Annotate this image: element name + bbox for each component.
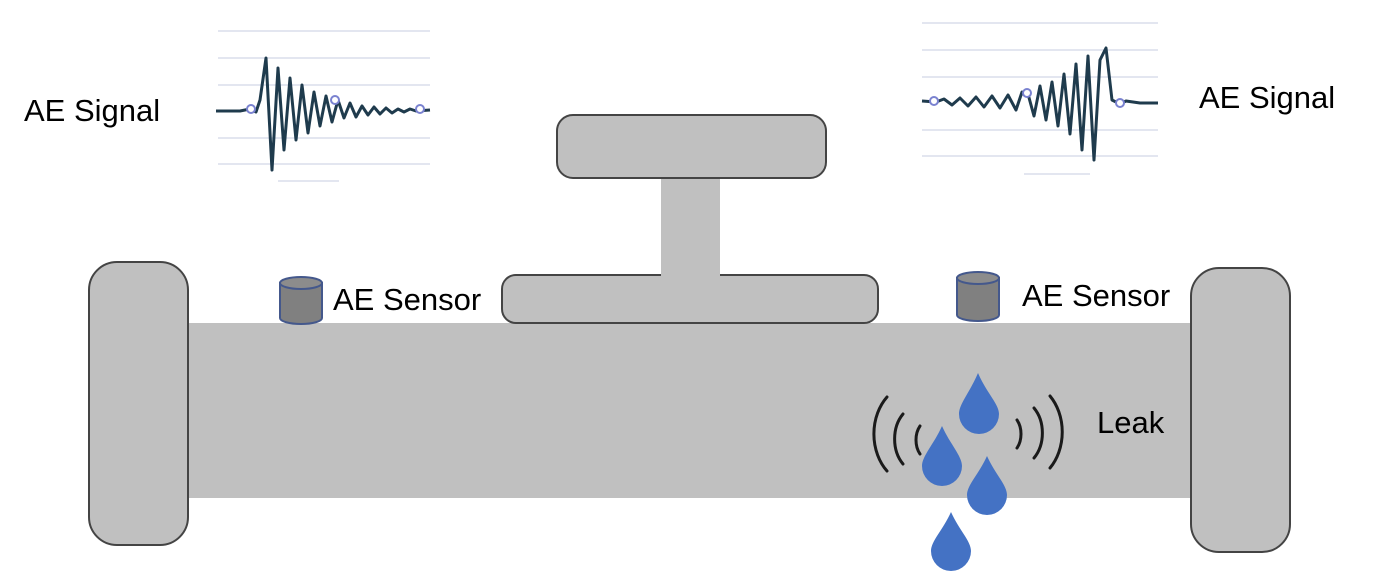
cylinder-sensor-icon [956,271,1000,322]
sensor-label-right: AE Sensor [1022,278,1170,313]
sensor-left [279,276,323,325]
signal-panel-left [216,30,431,182]
water-drops [922,373,1007,571]
pipe-assembly [88,261,1291,553]
signal-label-left: AE Signal [24,93,160,128]
valve [501,114,879,324]
water-drop-icon [967,456,1007,515]
pipe-body [185,323,1197,498]
sensor-right [956,271,1000,322]
right-flange [1190,267,1291,553]
valve-base [501,274,879,324]
valve-handle [556,114,827,179]
left-flange [88,261,189,546]
ae-waveform-left [216,56,431,172]
signal-grid-lines [218,30,430,182]
waveform-markers [246,95,425,114]
signal-label-right: AE Signal [1199,80,1335,115]
sensor-label-left: AE Sensor [333,282,481,317]
waveform-markers [929,88,1125,108]
leak-indicator [872,373,1064,571]
ae-waveform-right [921,46,1158,162]
leak-label: Leak [1097,405,1165,440]
signal-grid-lines [922,22,1158,175]
water-drop-icon [959,373,999,434]
water-drop-icon [931,512,971,571]
sound-wave-icon [872,394,1064,473]
signal-panel-right [921,22,1158,175]
water-drop-icon [922,426,962,486]
valve-stem [661,177,720,276]
cylinder-sensor-icon [279,276,323,325]
